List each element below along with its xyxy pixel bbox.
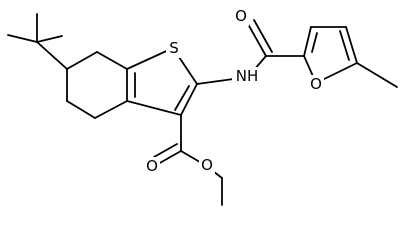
bond-c7-c6	[66, 51, 98, 70]
bond-c2-c3	[180, 83, 198, 116]
furan-oxygen-label: O	[310, 75, 322, 93]
bond-tbu-quaternary-c6	[36, 41, 68, 70]
bond-c-amide-o	[247, 23, 267, 57]
molecule-diagram: S NH O O O O	[7, 7, 398, 206]
ester-ether-oxygen-atom: O	[199, 156, 215, 175]
ester-ether-oxygen-label: O	[201, 156, 213, 174]
bond-tbu-methyl-right	[36, 35, 63, 43]
sulfur-label: S	[169, 39, 179, 57]
bond-furan-c3-c2	[303, 26, 312, 57]
amide-nh-label: NH	[236, 67, 259, 85]
bond-c-ester-o-carbonyl	[157, 150, 182, 165]
bond-c-amide-o-double	[253, 19, 273, 53]
bond-c3-c3a	[126, 100, 182, 116]
bond-layer	[7, 13, 398, 206]
bond-c-ester-o-carbonyl-double	[153, 143, 178, 158]
bond-furan-c5-methyl	[356, 62, 398, 88]
amide-oxygen-atom: O	[233, 7, 249, 26]
amide-nitrogen-atom: NH	[232, 67, 261, 86]
sulfur-atom: S	[166, 39, 182, 58]
atom-label-layer: S NH O O O O	[144, 7, 324, 176]
bond-furan-c5-c4	[345, 26, 358, 64]
bond-c7a-s	[126, 47, 174, 70]
bond-c5-c4	[66, 100, 96, 119]
furan-oxygen-atom: O	[308, 75, 324, 94]
bond-tbu-methyl-left	[7, 34, 38, 43]
bond-c7a-c7	[96, 51, 128, 70]
amide-oxygen-label: O	[235, 7, 247, 25]
bond-furan-c3-c2-double	[311, 32, 318, 53]
ester-carbonyl-oxygen-atom: O	[144, 157, 160, 176]
bond-c4-c3a	[94, 100, 128, 119]
bond-furan-c5-c4-double	[339, 30, 350, 61]
bond-c2-c3-double	[174, 85, 190, 111]
ester-carbonyl-oxygen-label: O	[146, 157, 158, 175]
